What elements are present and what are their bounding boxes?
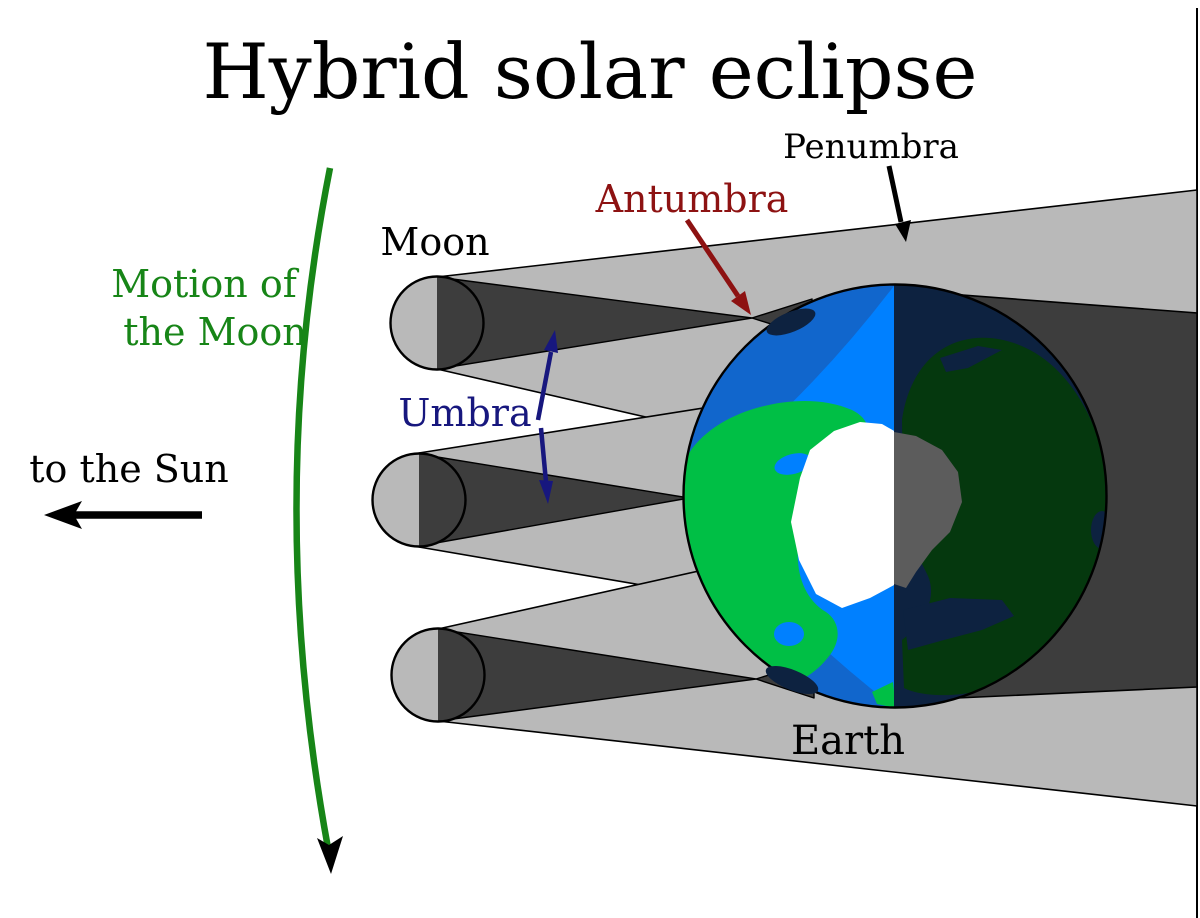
antumbra-footprint-top [766, 308, 816, 336]
moon-motion-arrowhead-icon [317, 836, 343, 874]
antumbra-arrow-icon [684, 218, 751, 315]
antumbra-footprint-bottom [765, 666, 819, 694]
page-title: Hybrid solar eclipse [203, 27, 978, 116]
moon-top [389, 275, 485, 371]
umbra-arrow-down-icon [538, 427, 553, 504]
umbra-arrow-up-icon [535, 330, 558, 421]
moon-middle [371, 452, 467, 548]
antumbra-label: Antumbra [595, 177, 789, 221]
moon-bottom-outline [390, 627, 486, 723]
earth-day-land-tip [872, 682, 896, 708]
to-the-sun-label: to the Sun [29, 447, 229, 491]
moon-positions [371, 275, 486, 723]
penumbra-arrow-icon [886, 165, 911, 242]
earth-night-inlet-band [903, 598, 1014, 650]
moon-bottom [390, 627, 486, 723]
sun-direction-arrow-icon [44, 501, 202, 529]
motion-of-the-moon-label-line2: the Moon [123, 310, 306, 354]
earth-night-inlet-right1 [1091, 511, 1107, 549]
earth-outline [682, 283, 1108, 709]
moon-top-dark-half [437, 276, 484, 370]
earth-day-ice-cap [791, 422, 896, 608]
moon-top-outline [389, 275, 485, 371]
earth-night-inlet-top [940, 346, 1002, 372]
earth-label: Earth [791, 718, 905, 764]
earth-night-ice-cap [894, 432, 962, 588]
moon-bottom-dark-half [438, 628, 485, 722]
moon-middle-outline [371, 452, 467, 548]
moon-middle-dark-half [419, 453, 466, 547]
penumbra-label: Penumbra [783, 127, 959, 167]
earth-day-lake-lower [774, 622, 804, 646]
moon-motion-arc [293, 167, 334, 849]
earth-day-lake-upper [774, 453, 812, 475]
umbra-label: Umbra [398, 391, 531, 435]
moon-label: Moon [380, 220, 489, 264]
motion-of-the-moon-label-line1: Motion of [111, 262, 300, 306]
